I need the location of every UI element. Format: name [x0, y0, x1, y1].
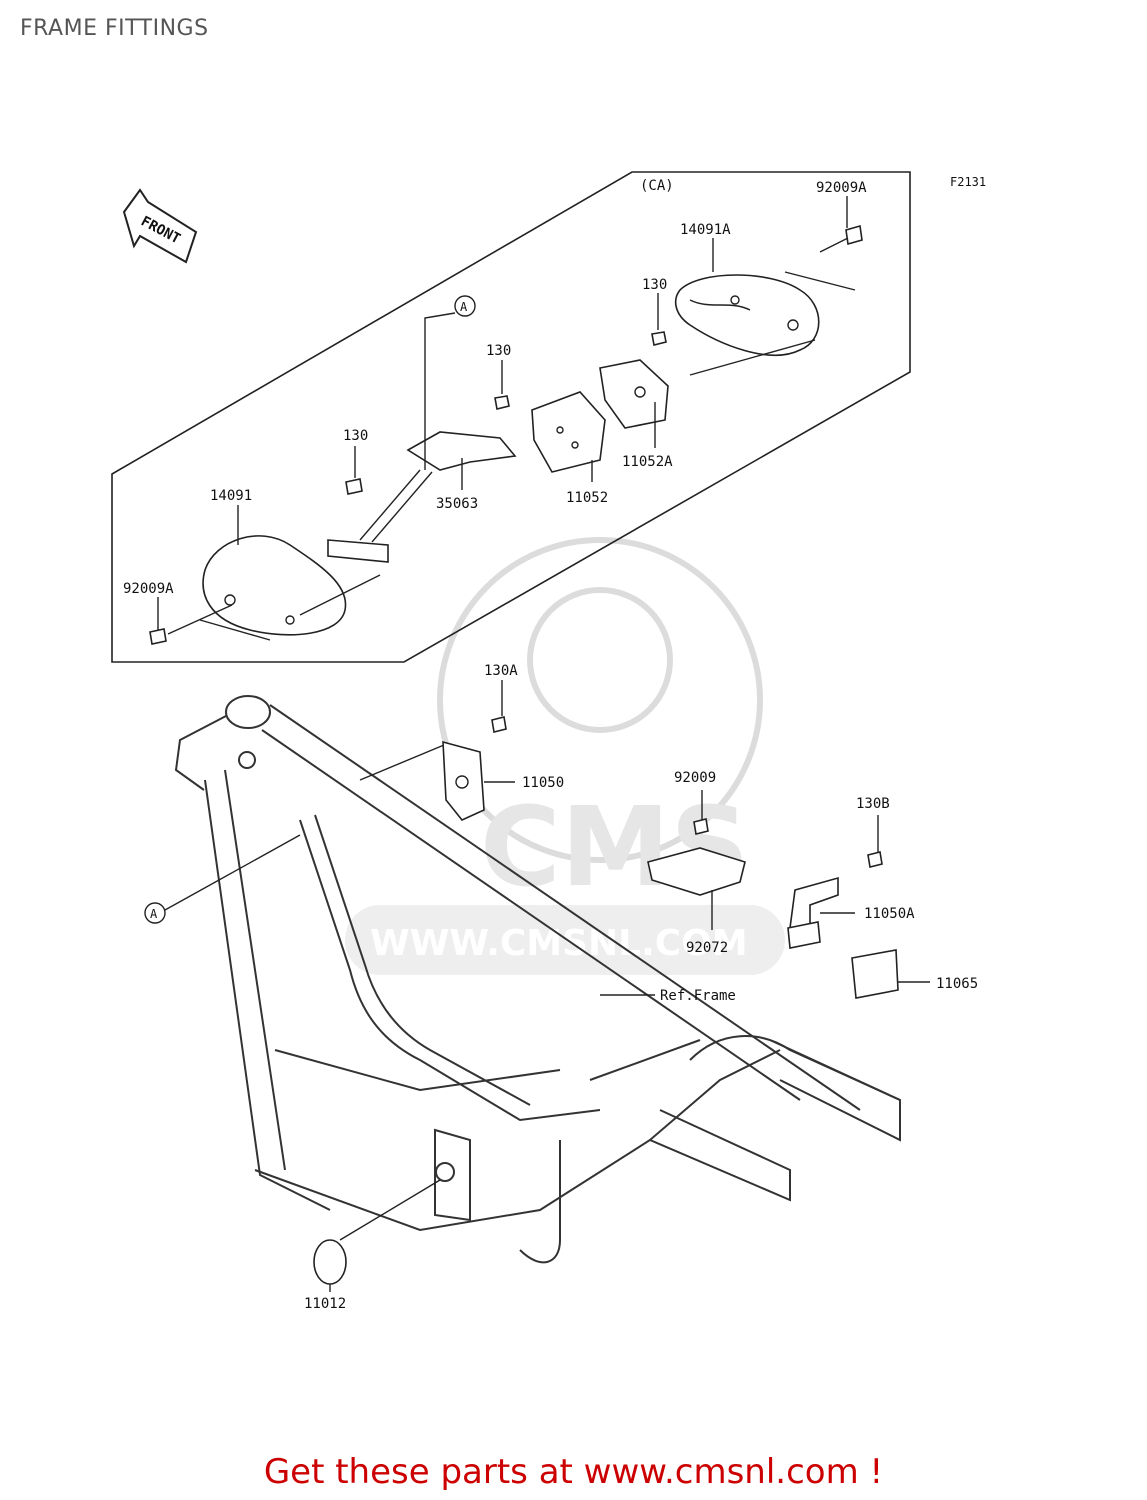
callout-ref-frame: Ref.Frame [660, 988, 736, 1004]
front-arrow-icon: FRONT [122, 188, 198, 264]
callout-11012: 11012 [304, 1296, 346, 1312]
variant-label: (CA) [640, 178, 674, 194]
callout-35063: 35063 [436, 496, 478, 512]
callout-11050: 11050 [522, 775, 564, 791]
footer-link[interactable]: Get these parts at www.cmsnl.com ! [263, 1452, 884, 1492]
callout-11052A: 11052A [622, 454, 673, 470]
inset-parts [149, 224, 863, 645]
callout-92072: 92072 [686, 940, 728, 956]
watermark-url: WWW.CMSNL.COM [370, 923, 748, 964]
svg-text:A: A [460, 300, 468, 314]
callout-11050A: 11050A [864, 906, 915, 922]
ca-inset-box [111, 171, 911, 663]
callout-130-a: 130 [642, 277, 667, 293]
callout-11065: 11065 [936, 976, 978, 992]
lower-parts [313, 716, 899, 1285]
callout-14091: 14091 [210, 488, 252, 504]
callout-92009: 92009 [674, 770, 716, 786]
page-title: FRAME FITTINGS [20, 16, 209, 41]
detail-marker-top: A [424, 295, 476, 470]
callout-130-c: 130 [343, 428, 368, 444]
callout-11052: 11052 [566, 490, 608, 506]
detail-marker-frame: A [144, 834, 301, 924]
callout-labels: 92009A 14091A 130 130 130 11052A 11052 3… [123, 180, 978, 1312]
callout-92009A-left: 92009A [123, 581, 174, 597]
leader-lines [157, 196, 930, 1292]
callout-130-b: 130 [486, 343, 511, 359]
motorcycle-frame [174, 695, 901, 1264]
callout-14091A: 14091A [680, 222, 731, 238]
callout-130B: 130B [856, 796, 890, 812]
callout-92009A-top: 92009A [816, 180, 867, 196]
watermark: CMS WWW.CMSNL.COM [345, 537, 785, 975]
figure-code: F2131 [950, 175, 986, 189]
svg-text:A: A [150, 907, 158, 921]
callout-130A: 130A [484, 663, 518, 679]
